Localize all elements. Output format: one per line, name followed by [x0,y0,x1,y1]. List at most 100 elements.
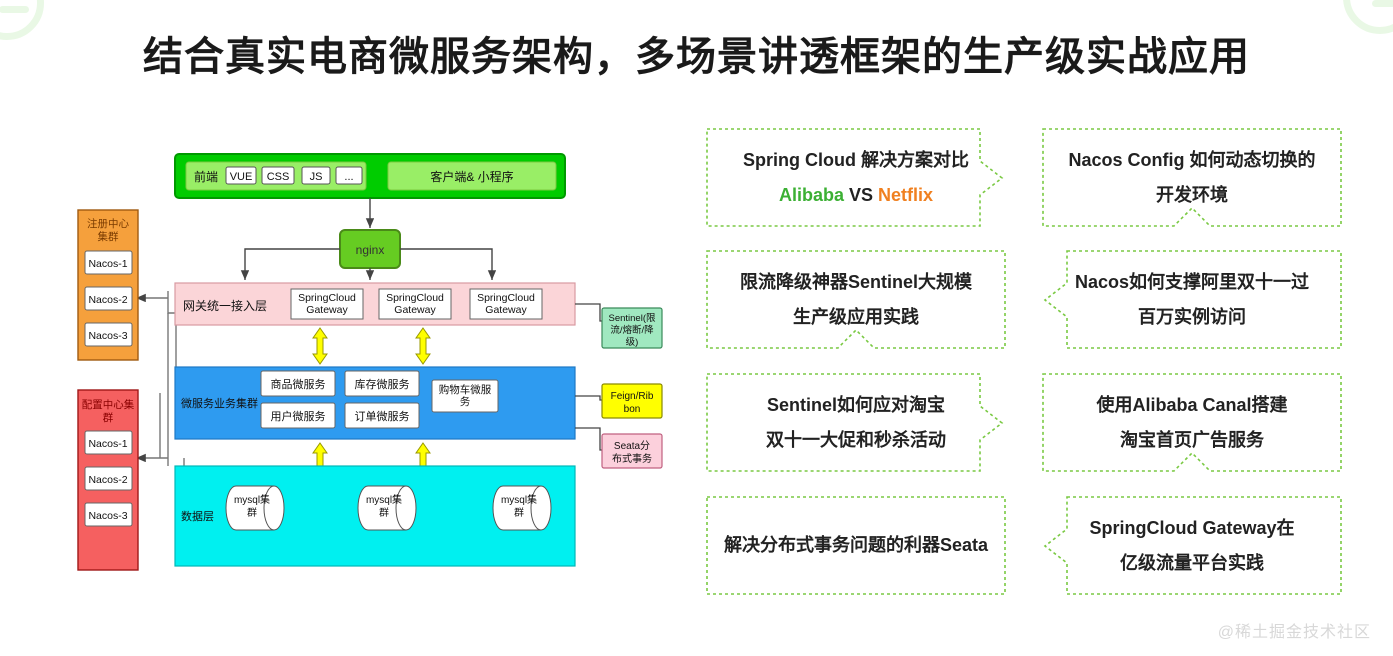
card-label: SpringCloud Gateway在 亿级流量平台实践 [1089,518,1295,573]
card-alibaba-canal-ads[interactable]: 使用Alibaba Canal搭建 淘宝首页广告服务 [1042,373,1342,472]
bidirectional-arrow [312,327,328,365]
card-seata-distributed-transaction[interactable]: 解决分布式事务问题的利器Seata [706,496,1006,595]
svg-text:集群: 集群 [98,230,119,243]
tag-more: ... [344,171,353,183]
card-outline [706,373,1004,472]
svg-text:Feign/Rib: Feign/Rib [611,391,654,402]
tag-more-box [335,166,363,185]
card-label: Sentinel如何应对淘宝 双十一大促和秒杀活动 [766,395,946,450]
card-rich-line: Alibaba VS Netflix [778,184,934,205]
svg-text:Gateway: Gateway [485,304,527,316]
svg-text:订单微服务: 订单微服务 [355,409,410,423]
svg-text:流/熔断/降: 流/熔断/降 [610,324,654,336]
svg-text:群: 群 [247,506,257,519]
card-outline [706,496,1006,595]
registry-cluster-title: 注册中心 [87,217,129,230]
seata-box: Seata分 布式事务 [601,433,663,469]
registry-node: Nacos-3 [84,322,133,347]
service-node: 库存微服务 [344,370,420,397]
bidirectional-arrow [415,327,431,365]
feign-ribbon-box: Feign/Rib bon [601,383,663,419]
card-outline [1042,373,1342,472]
client-box [387,161,557,191]
svg-text:群: 群 [103,411,114,424]
svg-text:务: 务 [460,395,471,408]
svg-text:购物车微服: 购物车微服 [439,383,492,396]
svg-text:库存微服务: 库存微服务 [355,377,410,391]
config-node: Nacos-1 [84,430,133,455]
card-label: 限流降级神器Sentinel大规模 生产级应用实践 [739,272,972,327]
svg-text:mysql集: mysql集 [234,493,270,506]
svg-text:Nacos-1: Nacos-1 [88,258,127,270]
card-outline [1043,496,1342,595]
card-outline [706,250,1006,349]
svg-text:Nacos-2: Nacos-2 [88,474,127,486]
mysql-cluster: mysql集 群 [225,485,285,531]
config-cluster-title: 配置中心集 [82,398,135,411]
page-title: 结合真实电商微服务架构，多场景讲透框架的生产级实战应用 [143,35,1250,79]
registry-node: Nacos-1 [84,250,133,275]
registry-node: Nacos-2 [84,286,133,311]
service-node: 订单微服务 [344,402,420,429]
service-node: 商品微服务 [260,370,336,397]
card-label: 解决分布式事务问题的利器Seata [723,535,989,556]
svg-text:Nacos-3: Nacos-3 [88,510,127,522]
gateway-node: SpringCloud Gateway [469,288,543,320]
sentinel-box: Sentinel(限 流/熔断/降 级) [601,307,663,349]
card-label: Nacos Config 如何动态切换的 开发环境 [1068,150,1316,205]
svg-text:级): 级) [626,336,639,348]
frontend-prefix: 前端 [194,169,218,184]
tag-js: JS [310,171,323,183]
svg-text:bon: bon [624,404,641,415]
svg-text:Gateway: Gateway [394,304,436,316]
service-node: 购物车微服 务 [431,379,499,413]
config-node: Nacos-3 [84,502,133,527]
tag-vue: VUE [230,171,253,183]
svg-text:群: 群 [379,506,389,519]
service-layer-label: 微服务业务集群 [181,396,258,410]
svg-text:群: 群 [514,506,524,519]
tag-css-box [261,166,295,185]
card-nacos-config-dynamic-env[interactable]: Nacos Config 如何动态切换的 开发环境 [1042,128,1342,227]
svg-text:布式事务: 布式事务 [612,452,652,465]
card-sentinel-taobao-seckill[interactable]: Sentinel如何应对淘宝 双十一大促和秒杀活动 [706,373,1006,472]
data-layer-label: 数据层 [181,509,214,523]
card-outline [1043,250,1342,349]
mysql-cluster: mysql集 群 [357,485,417,531]
card-sentinel-production-practice[interactable]: 限流降级神器Sentinel大规模 生产级应用实践 [706,250,1006,349]
gateway-node: SpringCloud Gateway [290,288,364,320]
tag-vue-box [225,166,257,185]
svg-text:SpringCloud: SpringCloud [477,292,535,304]
svg-text:mysql集: mysql集 [501,493,537,506]
card-label: Spring Cloud 解决方案对比 Alibaba VS Netflix [717,143,995,211]
svg-text:商品微服务: 商品微服务 [271,377,326,391]
card-springcloud-gateway-scale[interactable]: SpringCloud Gateway在 亿级流量平台实践 [1042,496,1342,595]
card-label: Nacos如何支撑阿里双十一过 百万实例访问 [1074,272,1310,327]
architecture-diagram: 前端 VUE CSS JS ... 客户端& 小程序 nginx 网关统一接入层… [40,128,680,598]
card-outline [706,128,1004,227]
gateway-layer-label: 网关统一接入层 [183,298,267,313]
card-label: 使用Alibaba Canal搭建 淘宝首页广告服务 [1096,395,1288,450]
topic-cards: Spring Cloud 解决方案对比 Alibaba VS Netflix N… [706,128,1351,598]
config-node: Nacos-2 [84,466,133,491]
svg-text:SpringCloud: SpringCloud [386,292,444,304]
svg-text:Seata分: Seata分 [614,440,650,452]
svg-text:Nacos-1: Nacos-1 [88,438,127,450]
svg-text:Gateway: Gateway [306,304,348,316]
svg-text:mysql集: mysql集 [366,493,402,506]
watermark: @稀土掘金技术社区 [1217,624,1371,641]
tag-css: CSS [267,171,290,183]
card-spring-cloud-comparison[interactable]: Spring Cloud 解决方案对比 Alibaba VS Netflix [706,128,1006,227]
card-outline [1042,128,1342,227]
svg-text:Nacos-2: Nacos-2 [88,294,127,306]
service-node: 用户微服务 [260,402,336,429]
nginx-label: nginx [356,243,385,257]
svg-text:Sentinel(限: Sentinel(限 [609,313,656,324]
svg-text:Nacos-3: Nacos-3 [88,330,127,342]
client-label: 客户端& 小程序 [430,169,513,184]
gateway-node: SpringCloud Gateway [378,288,452,320]
card-nacos-double-eleven[interactable]: Nacos如何支撑阿里双十一过 百万实例访问 [1042,250,1342,349]
svg-text:用户微服务: 用户微服务 [271,409,326,423]
tag-js-box [301,166,331,185]
mysql-cluster: mysql集 群 [492,485,552,531]
